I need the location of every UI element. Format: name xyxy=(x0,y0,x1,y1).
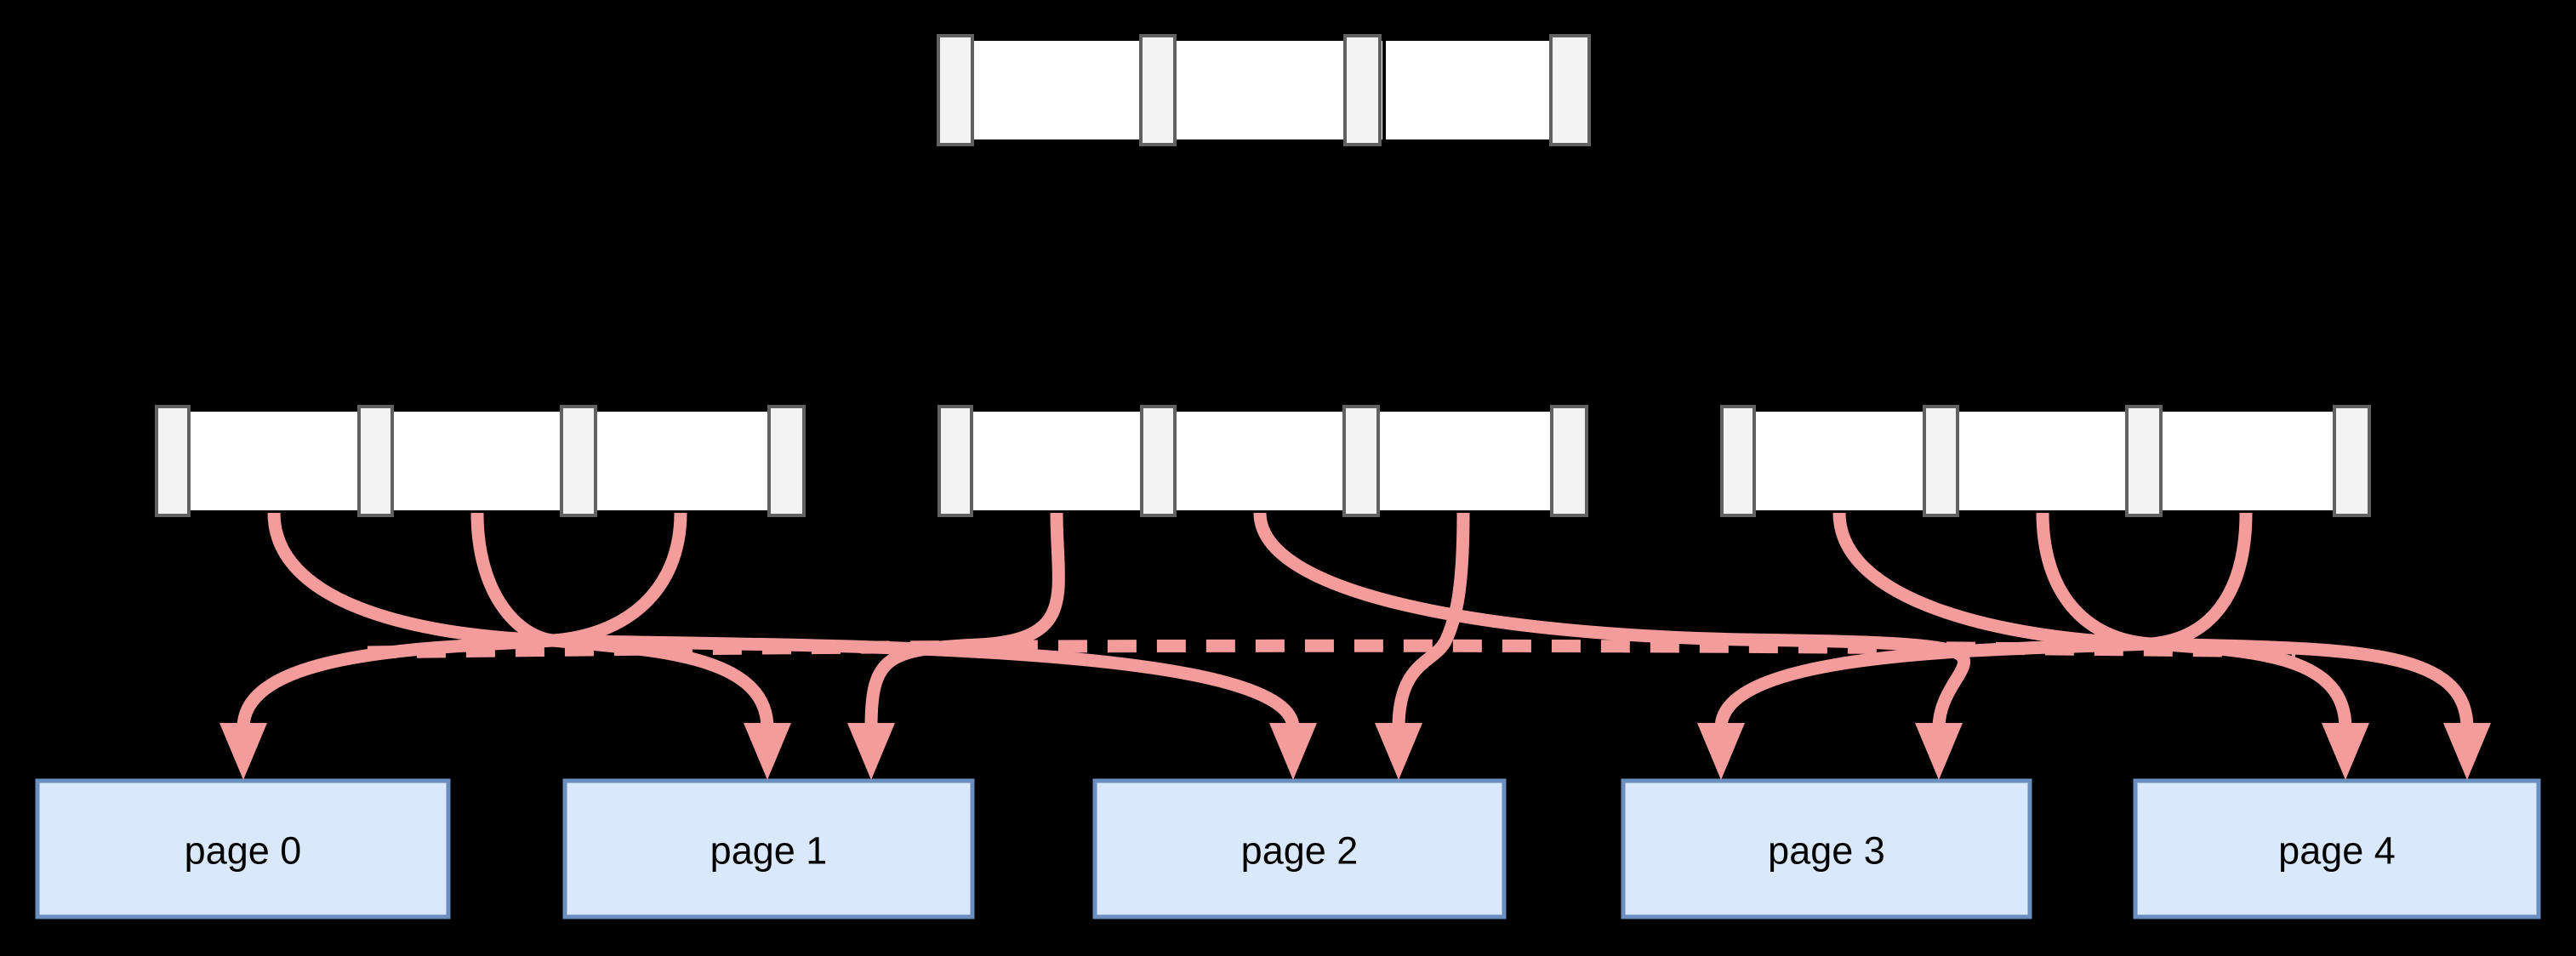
pointer-arrow-inner-node-2-key-0-to-page-4 xyxy=(1832,512,2474,729)
node-pointer-slot xyxy=(1140,405,1177,517)
leaf-page-label-3: page 3 xyxy=(1768,829,1885,873)
arrowhead-into-page-1 xyxy=(847,723,895,780)
node-pointer-slot xyxy=(1343,34,1382,146)
leaf-page-2 xyxy=(1092,778,1507,919)
arrowhead-into-page-3 xyxy=(1697,723,1745,780)
node-key-cells xyxy=(939,412,1586,510)
node-slot-seam xyxy=(1382,41,1386,139)
node-pointer-slot xyxy=(560,405,597,517)
leaf-page-label-4: page 4 xyxy=(2278,829,2396,873)
node-pointer-slot xyxy=(938,405,973,517)
node-pointer-slot xyxy=(1923,405,1959,517)
node-key-cells xyxy=(157,412,803,510)
pointer-arrow-inner-node-1-key-0-to-page-1 xyxy=(864,512,1065,729)
node-pointer-slot xyxy=(937,34,974,146)
node-key-cells xyxy=(1722,412,2368,510)
arrowhead-into-page-4 xyxy=(2322,723,2369,780)
node-key-cells xyxy=(938,41,1585,139)
node-pointer-slot xyxy=(155,405,191,517)
node-pointer-slot xyxy=(357,405,394,517)
arrowhead-into-page-4 xyxy=(2443,723,2491,780)
pointer-arrow-inner-node-1-key-2-to-page-2 xyxy=(1392,512,1470,729)
arrowhead-into-page-2 xyxy=(1269,723,1317,780)
btree-inner-node-2 xyxy=(1720,405,2371,517)
node-pointer-slot xyxy=(1342,405,1380,517)
node-pointer-slot xyxy=(1720,405,1756,517)
leaf-page-label-2: page 2 xyxy=(1241,829,1359,873)
leaf-page-label-0: page 0 xyxy=(185,829,302,873)
leaf-page-label-1: page 1 xyxy=(710,829,828,873)
leaf-page-3 xyxy=(1621,778,2032,919)
node-pointer-slot xyxy=(1549,34,1591,146)
node-pointer-slot xyxy=(2333,405,2371,517)
node-pointer-slot xyxy=(767,405,806,517)
arrowhead-into-page-0 xyxy=(219,723,267,780)
leaf-page-4 xyxy=(2133,778,2541,919)
node-pointer-slot xyxy=(2125,405,2163,517)
pointer-arrow-inner-node-0-key-2-to-page-0 xyxy=(237,512,687,729)
pointer-arrow-inner-node-0-key-0-to-page-2 xyxy=(267,512,1300,730)
btree-inner-node-1 xyxy=(938,405,1588,517)
leaf-page-0 xyxy=(35,778,451,919)
pointer-arrow-inner-node-2-key-2-to-page-3 xyxy=(1714,512,2253,729)
node-pointer-slot xyxy=(1139,34,1177,146)
arrowhead-into-page-3 xyxy=(1915,723,1963,780)
arrowhead-into-page-2 xyxy=(1375,723,1422,780)
node-pointer-slot xyxy=(1550,405,1588,517)
btree-root-node xyxy=(937,34,1591,146)
leaf-page-1 xyxy=(562,778,975,919)
btree-inner-node-0 xyxy=(155,405,806,517)
pointer-arrow-inner-node-1-key-1-to-page-3 xyxy=(1253,512,1970,729)
arrowhead-into-page-1 xyxy=(744,723,791,780)
pointer-arrow-inner-node-2-key-1-to-page-4 xyxy=(2036,512,2352,729)
